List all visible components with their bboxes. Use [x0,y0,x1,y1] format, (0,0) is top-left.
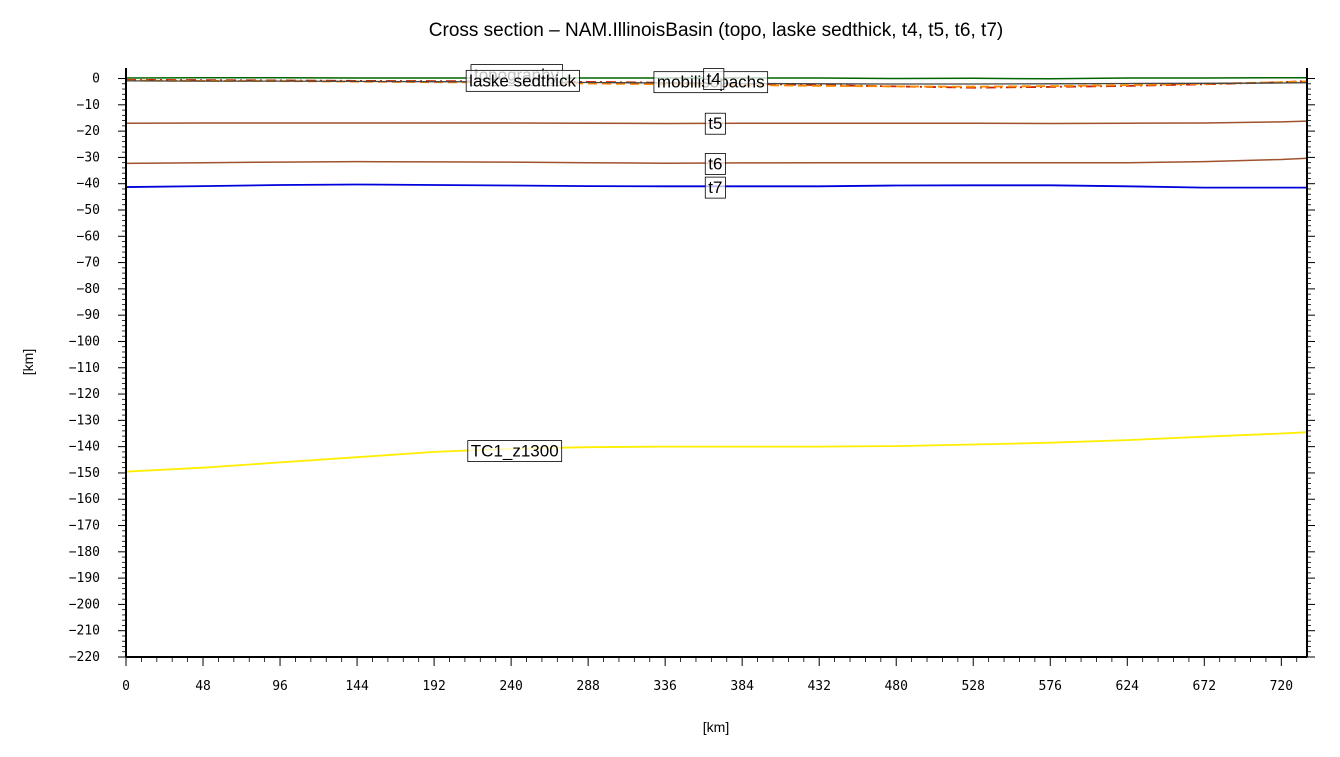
axis-frame: 0 −10 −20 −30 −40 −50 −60 −70 −80 −90 −100 −110 −120… [69,68,1315,694]
series-line-t6 [125,157,1308,165]
y-axis-label: [km] [20,349,36,375]
y-tick-label: −60 [77,229,100,244]
x-axis-label: [km] [703,719,729,735]
y-tick-label: −50 [77,203,100,218]
y-tick-label: −160 [69,492,100,507]
series-label-tc1_z1300: TC1_z1300 [467,440,563,462]
y-tick-label: −80 [77,282,100,297]
chart-title: Cross section – NAM.IllinoisBasin (topo,… [429,20,1003,41]
series-label-box [704,153,726,175]
series-label-laske-sedthick: laske sedthick [465,69,580,92]
x-tick-label: 384 [730,679,754,694]
y-tick-label: −170 [69,519,100,534]
y-tick-label: −100 [69,334,100,349]
y-tick-label: −20 [77,124,100,139]
series-label-box [465,69,580,92]
series-label-t5: t5 [704,112,726,135]
series-label-box [704,176,726,199]
x-tick-label: 288 [576,679,599,694]
x-tick-label: 720 [1270,679,1293,694]
series-layer [125,76,1308,473]
series-label-t4: t4 [703,68,725,90]
x-tick-label: 480 [884,679,907,694]
x-tick-label: 672 [1193,679,1216,694]
y-tick-label: −120 [69,387,100,402]
y-tick-label: −210 [69,624,100,639]
x-tick-label: 48 [195,679,211,694]
series-label-box [467,440,563,462]
x-tick-label: 336 [653,679,676,694]
series-label-layer: topographylaske sedthickmobilisopachst4t… [465,64,769,462]
series-line-tc1_z1300 [125,431,1308,473]
series-label-t7: t7 [704,176,726,199]
y-tick-label: −130 [69,413,100,428]
y-tick-label: −30 [77,150,100,165]
series-label-text: TC1_z1300 [471,442,559,461]
x-tick-label: 624 [1116,679,1140,694]
y-tick-label: −90 [77,308,100,323]
series-label-t6: t6 [704,153,726,175]
x-tick-label: 0 [122,679,130,694]
series-label-text: laske sedthick [469,71,576,90]
y-tick-label: 0 [92,72,100,87]
series-line-t7 [125,183,1307,189]
x-tick-label: 432 [807,679,830,694]
x-tick-label: 192 [422,679,445,694]
y-tick-label: −70 [77,256,100,271]
y-tick-label: −190 [69,571,100,586]
series-label-box [704,112,726,135]
x-tick-label: 144 [345,679,369,694]
y-tick-label: −220 [69,650,100,665]
series-label-text: t6 [708,154,722,173]
series-line-t5 [125,120,1308,125]
x-tick-label: 576 [1039,679,1062,694]
x-tick-label: 528 [961,679,984,694]
x-tick-label: 96 [272,679,288,694]
series-label-text: t5 [708,114,722,133]
y-tick-label: −110 [69,361,100,376]
series-label-text: t7 [708,178,722,197]
y-tick-label: −180 [69,545,100,560]
y-tick-label: −40 [77,177,100,192]
x-tick-label: 240 [499,679,522,694]
y-tick-label: −200 [69,597,100,612]
y-tick-label: −140 [69,440,100,455]
y-tick-label: −150 [69,466,100,481]
series-label-box [703,68,725,90]
y-tick-label: −10 [77,98,100,113]
series-label-text: t4 [707,70,721,89]
